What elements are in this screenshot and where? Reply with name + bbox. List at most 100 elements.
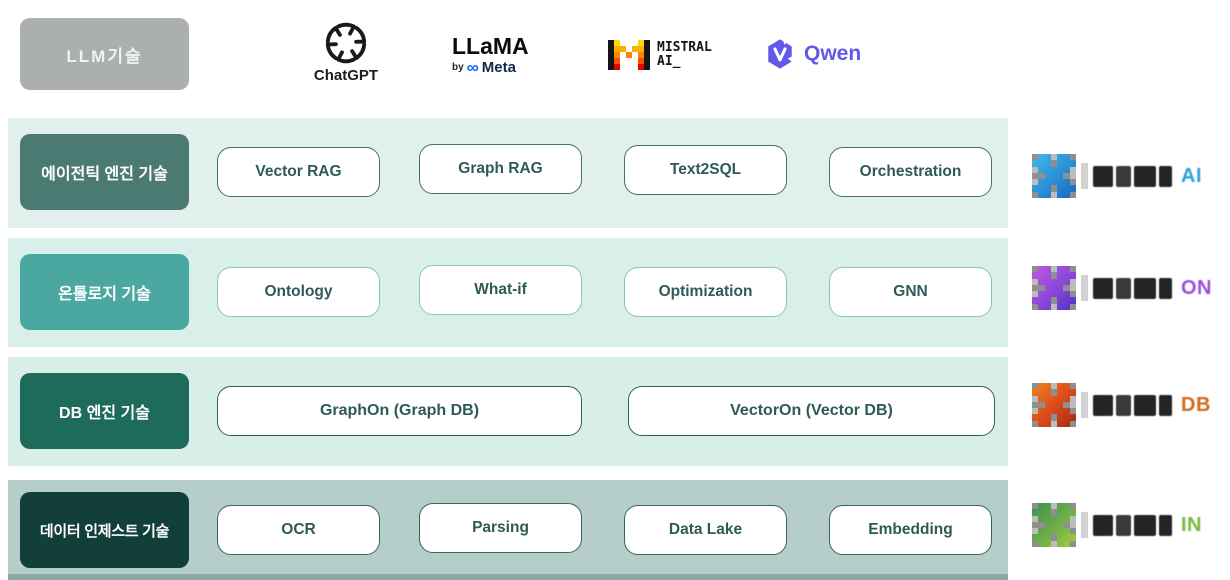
blurred-text-block bbox=[1134, 394, 1156, 416]
logo-suffix-db: DB bbox=[1181, 393, 1211, 416]
llm-tech-label[interactable]: LLM기술 bbox=[20, 18, 189, 90]
pixel-artifact bbox=[1081, 512, 1088, 538]
pixel-cell bbox=[614, 52, 620, 58]
pixel-cell bbox=[1069, 401, 1076, 409]
pixel-artifact bbox=[1081, 163, 1088, 189]
box-text2sql[interactable]: Text2SQL bbox=[624, 145, 787, 195]
pixel-cell bbox=[1050, 540, 1058, 547]
box-orchestration[interactable]: Orchestration bbox=[829, 147, 992, 197]
pixel-cell bbox=[1032, 515, 1039, 522]
pixel-cell bbox=[644, 64, 650, 70]
pixel-cell bbox=[608, 40, 614, 46]
mistral-ai-logo: MISTRAL AI_ bbox=[608, 40, 712, 70]
pixel-cell bbox=[638, 40, 644, 46]
pixel-cell bbox=[620, 46, 626, 52]
row-label-data-ingest[interactable]: 데이터 인제스트 기술 bbox=[20, 492, 189, 568]
pixel-cell bbox=[1038, 172, 1045, 180]
pixelated-wordmark bbox=[1093, 277, 1172, 299]
pixel-cell bbox=[1032, 540, 1039, 547]
pixel-cell bbox=[1063, 284, 1070, 292]
pixel-cell bbox=[1069, 303, 1076, 310]
box-gnn[interactable]: GNN bbox=[829, 267, 992, 317]
pixel-cell bbox=[1050, 383, 1058, 390]
pixel-cell bbox=[1069, 278, 1076, 285]
meta-infinity-icon: ∞ bbox=[466, 57, 479, 77]
pixel-cell bbox=[1032, 166, 1039, 173]
box-parsing[interactable]: Parsing bbox=[419, 503, 582, 553]
qwen-icon bbox=[768, 38, 794, 69]
chatgpt-label: ChatGPT bbox=[313, 67, 379, 84]
pixel-cell bbox=[1069, 420, 1076, 427]
blurred-text-block bbox=[1093, 277, 1113, 299]
pixel-cell bbox=[638, 46, 644, 52]
band-ontology: 온톨로지 기술 Ontology What-if Optimization GN… bbox=[8, 238, 1008, 347]
pixel-cell bbox=[1032, 179, 1039, 186]
pixel-cell bbox=[1032, 284, 1039, 292]
pixel-cell bbox=[1032, 266, 1039, 273]
pixel-cell bbox=[1050, 509, 1058, 516]
pixel-cell bbox=[1032, 420, 1039, 427]
blurred-text-block bbox=[1134, 277, 1156, 299]
pixel-cell bbox=[1069, 191, 1076, 198]
pixel-cell bbox=[1038, 401, 1045, 409]
pixel-cell bbox=[1050, 389, 1058, 396]
pixel-cell bbox=[638, 52, 644, 58]
box-vectoron[interactable]: VectorOn (Vector DB) bbox=[628, 386, 995, 436]
pixel-cell bbox=[1038, 521, 1045, 529]
blurred-text-block bbox=[1134, 165, 1156, 187]
pixel-cell bbox=[1050, 303, 1058, 310]
blurred-text-block bbox=[1093, 165, 1113, 187]
openai-icon bbox=[325, 22, 367, 64]
blurred-text-block bbox=[1116, 514, 1131, 536]
blurred-text-block bbox=[1159, 514, 1172, 536]
product-logo-in: IN bbox=[1032, 501, 1202, 549]
pixel-cell bbox=[614, 46, 620, 52]
pixel-cell bbox=[1032, 528, 1039, 535]
product-logo-ai: AI bbox=[1032, 152, 1202, 200]
cutoff-next-band-edge bbox=[8, 574, 1008, 580]
pixel-cell bbox=[1032, 383, 1039, 390]
row-label-agentic[interactable]: 에이전틱 엔진 기술 bbox=[20, 134, 189, 210]
llama-subtitle: by ∞ Meta bbox=[452, 59, 516, 76]
box-graphon[interactable]: GraphOn (Graph DB) bbox=[217, 386, 582, 436]
row-label-db-engine[interactable]: DB 엔진 기술 bbox=[20, 373, 189, 449]
pixelated-x-icon-blue bbox=[1032, 154, 1076, 198]
band-data-ingest: 데이터 인제스트 기술 OCR Parsing Data Lake Embedd… bbox=[8, 480, 1008, 580]
pixel-cell bbox=[1069, 266, 1076, 273]
box-ontology[interactable]: Ontology bbox=[217, 267, 380, 317]
pixel-cell bbox=[1032, 278, 1039, 285]
pixel-cell bbox=[1032, 303, 1039, 310]
pixel-cell bbox=[626, 52, 632, 58]
blurred-text-block bbox=[1116, 165, 1131, 187]
pixel-cell bbox=[1069, 528, 1076, 535]
pixel-cell bbox=[1032, 521, 1039, 529]
pixel-cell bbox=[1069, 408, 1076, 415]
box-ocr[interactable]: OCR bbox=[217, 505, 380, 555]
blurred-text-block bbox=[1134, 514, 1156, 536]
meta-wordmark: Meta bbox=[481, 59, 516, 76]
box-optimization[interactable]: Optimization bbox=[624, 267, 787, 317]
pixel-cell bbox=[1050, 420, 1058, 427]
pixel-cell bbox=[614, 58, 620, 64]
pixel-cell bbox=[644, 46, 650, 52]
pixelated-wordmark bbox=[1093, 394, 1172, 416]
box-embedding[interactable]: Embedding bbox=[829, 505, 992, 555]
pixel-cell bbox=[1032, 395, 1039, 402]
pixel-cell bbox=[638, 64, 644, 70]
pixel-cell bbox=[614, 40, 620, 46]
pixel-cell bbox=[644, 52, 650, 58]
llama-title: LLaMA bbox=[452, 33, 529, 59]
box-data-lake[interactable]: Data Lake bbox=[624, 505, 787, 555]
pixel-cell bbox=[1038, 284, 1045, 292]
pixel-artifact bbox=[1081, 275, 1088, 301]
row-label-ontology[interactable]: 온톨로지 기술 bbox=[20, 254, 189, 330]
box-what-if[interactable]: What-if bbox=[419, 265, 582, 315]
pixel-cell bbox=[1069, 521, 1076, 529]
blurred-text-block bbox=[1093, 514, 1113, 536]
box-vector-rag[interactable]: Vector RAG bbox=[217, 147, 380, 197]
box-graph-rag[interactable]: Graph RAG bbox=[419, 144, 582, 194]
pixel-cell bbox=[632, 46, 638, 52]
blurred-text-block bbox=[1159, 165, 1172, 187]
product-logo-on: ON bbox=[1032, 264, 1212, 312]
